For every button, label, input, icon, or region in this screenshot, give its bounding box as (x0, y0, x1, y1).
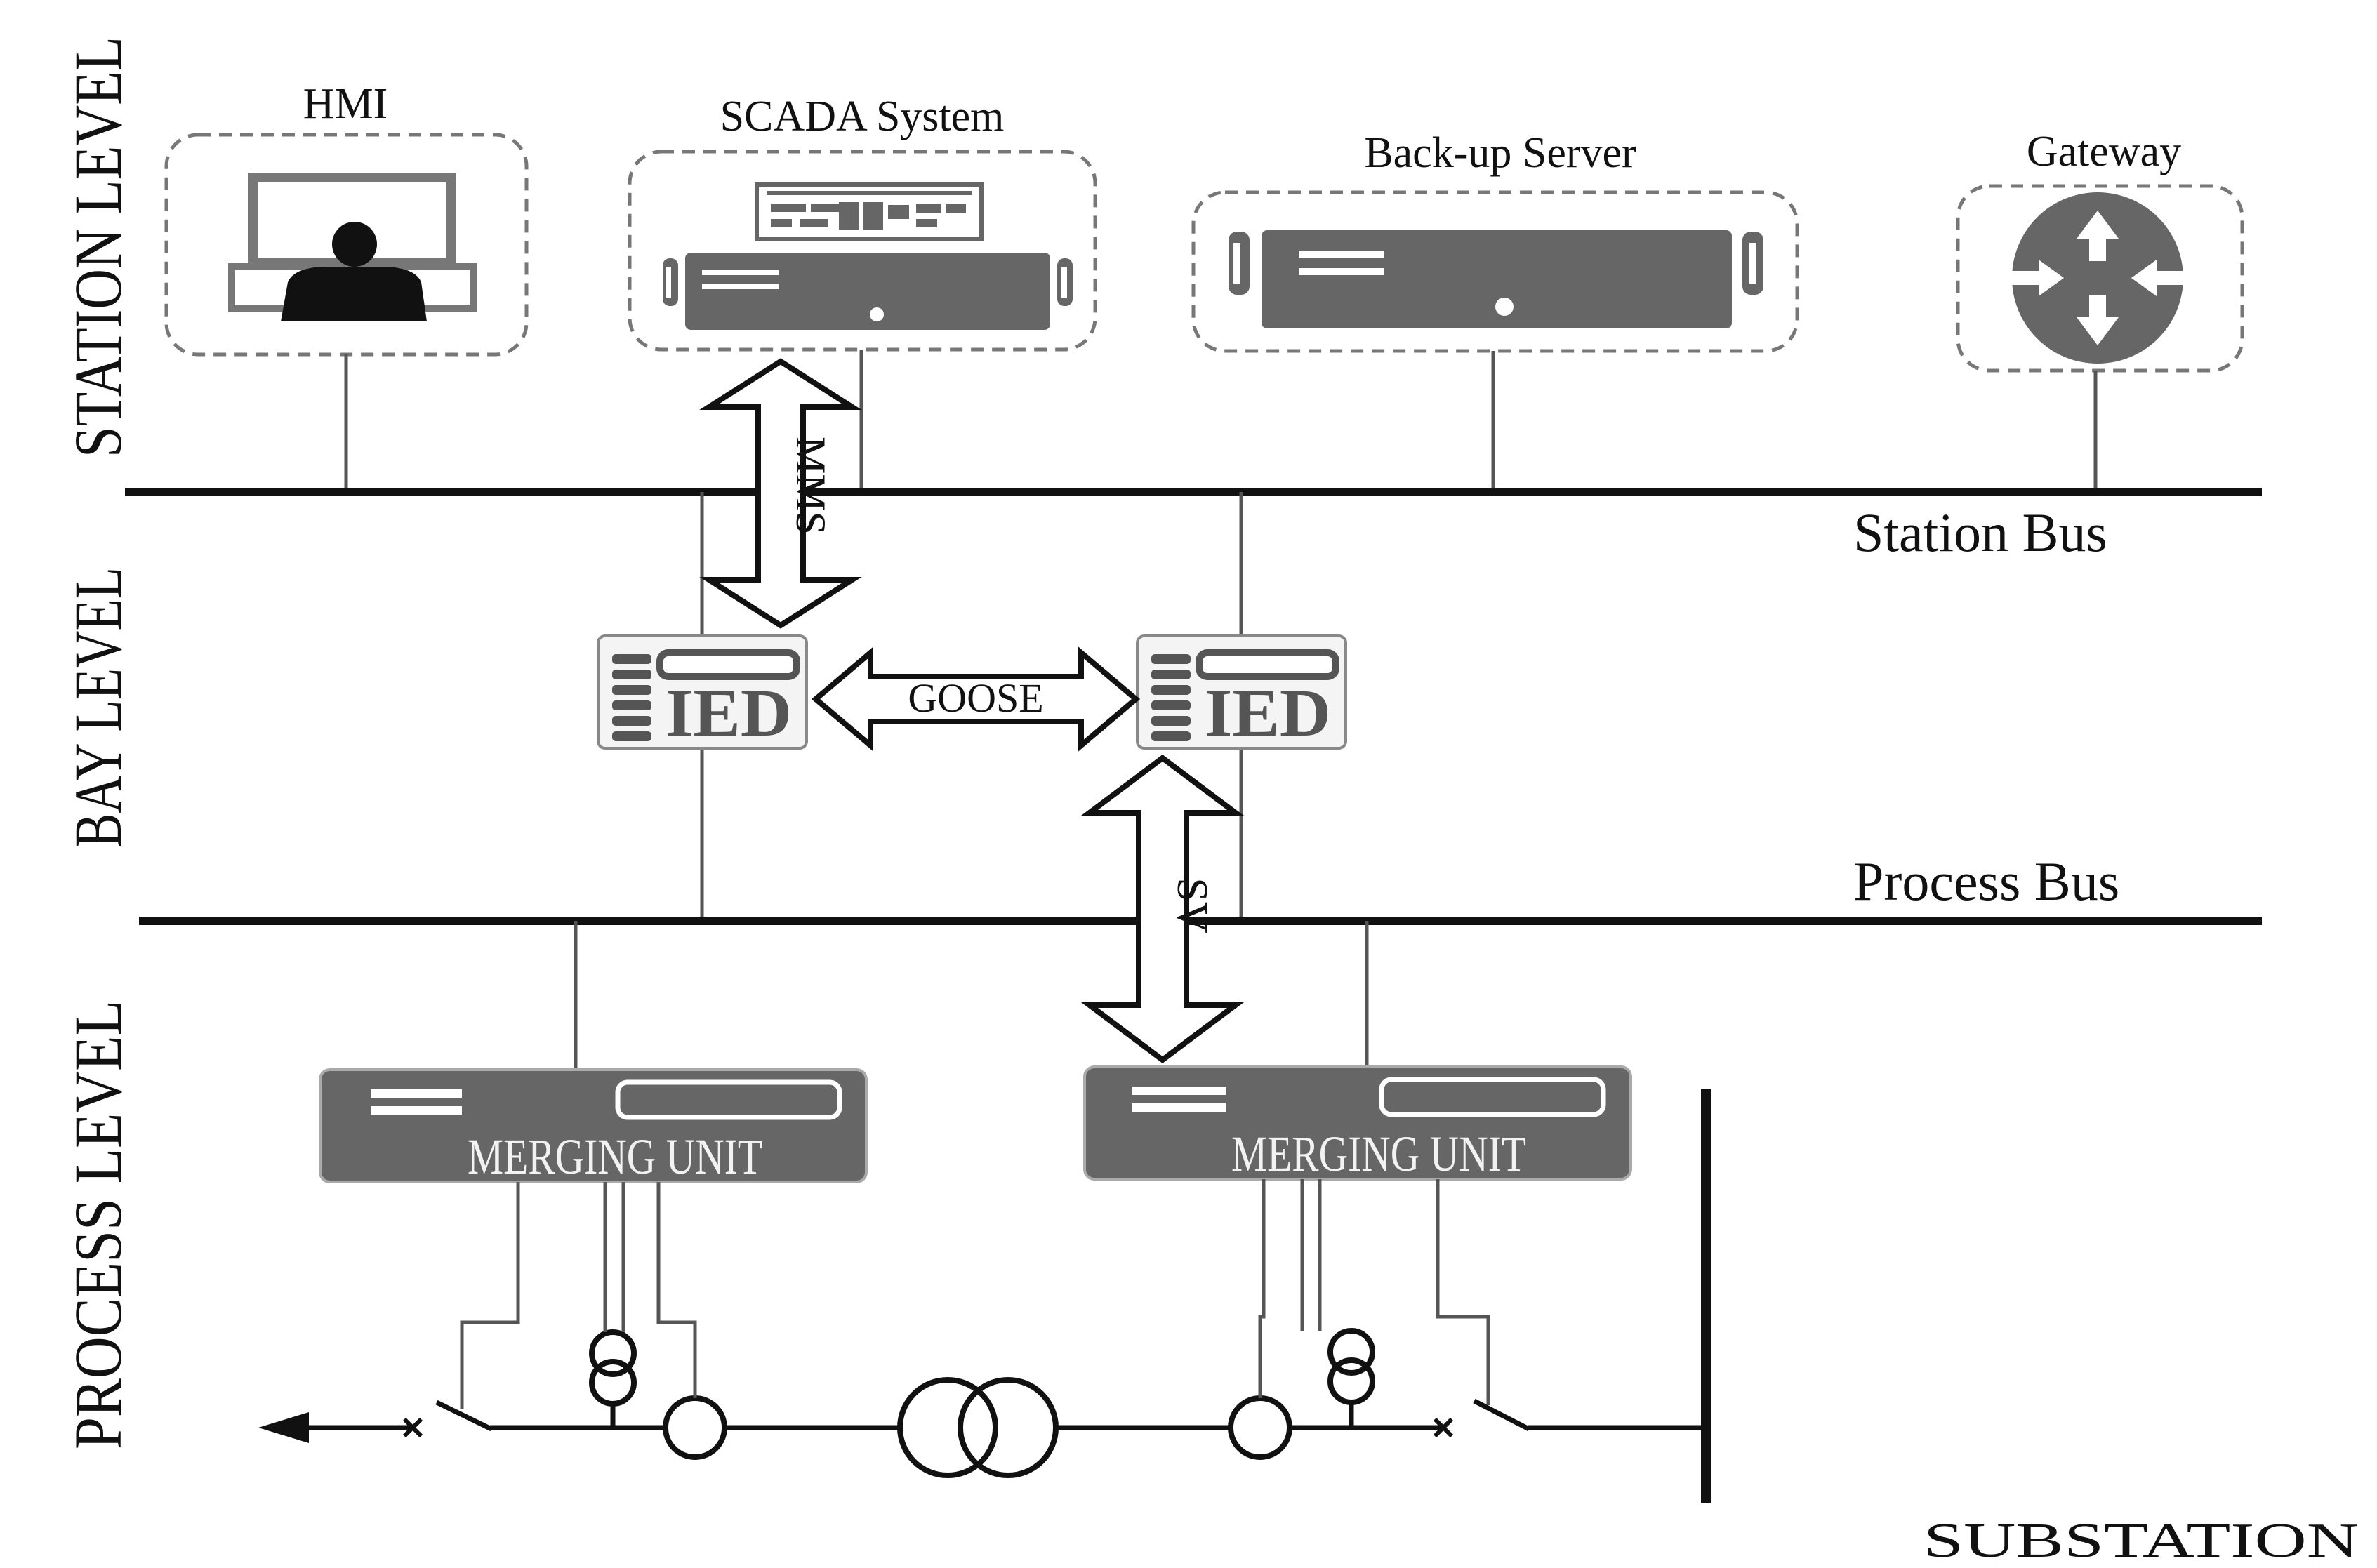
goose-arrow[interactable] (811, 646, 1141, 752)
backup-server-frame (1191, 190, 1799, 353)
backup-server-icon (1229, 230, 1763, 328)
left-current-transformer (663, 1395, 727, 1460)
substation-single-line (258, 1089, 1711, 1503)
merging-unit-left-label: MERGING UNIT (468, 1129, 762, 1185)
merging-unit-left-field-wires (460, 1182, 697, 1409)
merging-unit-right[interactable]: MERGING UNIT (1083, 1065, 1632, 1182)
mms-arrow[interactable] (699, 358, 862, 629)
scada-label: SCADA System (720, 93, 1005, 140)
process-level-label: PROCESS LEVEL (60, 1000, 135, 1449)
ied-right-label: IED (1205, 675, 1331, 750)
power-transformer-primary (897, 1377, 998, 1478)
ied-right-device[interactable]: IED (1136, 634, 1347, 750)
left-voltage-transformer-top (589, 1329, 637, 1377)
scada-server-icon (663, 182, 1073, 330)
bay-level-label: BAY LEVEL (60, 567, 135, 848)
sv-arrow[interactable] (1081, 755, 1244, 1063)
mms-label: MMS (788, 437, 834, 535)
gateway-frame (1956, 184, 2244, 373)
hmi-icon (228, 173, 477, 321)
merging-unit-right-field-wires (1258, 1179, 1490, 1405)
station-bus-label: Station Bus (1853, 502, 2107, 563)
sv-label: SV (1168, 877, 1216, 933)
right-voltage-transformer-bottom (1327, 1357, 1375, 1405)
hmi-label: HMI (303, 80, 388, 128)
right-voltage-transformer-top (1327, 1328, 1375, 1376)
substation-label: SUBSTATION (1924, 1514, 2359, 1568)
station-level-label: STATION LEVEL (60, 36, 135, 458)
merging-unit-left[interactable]: MERGING UNIT (319, 1068, 868, 1185)
gateway-label: Gateway (2027, 128, 2181, 175)
ied-left-label: IED (666, 675, 792, 750)
backup-server-label: Back-up Server (1364, 129, 1636, 177)
power-transformer-secondary (958, 1377, 1059, 1478)
left-voltage-transformer-bottom (589, 1359, 637, 1407)
merging-unit-right-label: MERGING UNIT (1231, 1126, 1526, 1182)
process-bus-label: Process Bus (1853, 851, 2119, 912)
scada-frame (628, 150, 1097, 352)
right-current-transformer (1228, 1395, 1292, 1460)
goose-label: GOOSE (908, 675, 1043, 721)
ied-left-device[interactable]: IED (597, 634, 808, 750)
gateway-icon (2012, 192, 2183, 364)
